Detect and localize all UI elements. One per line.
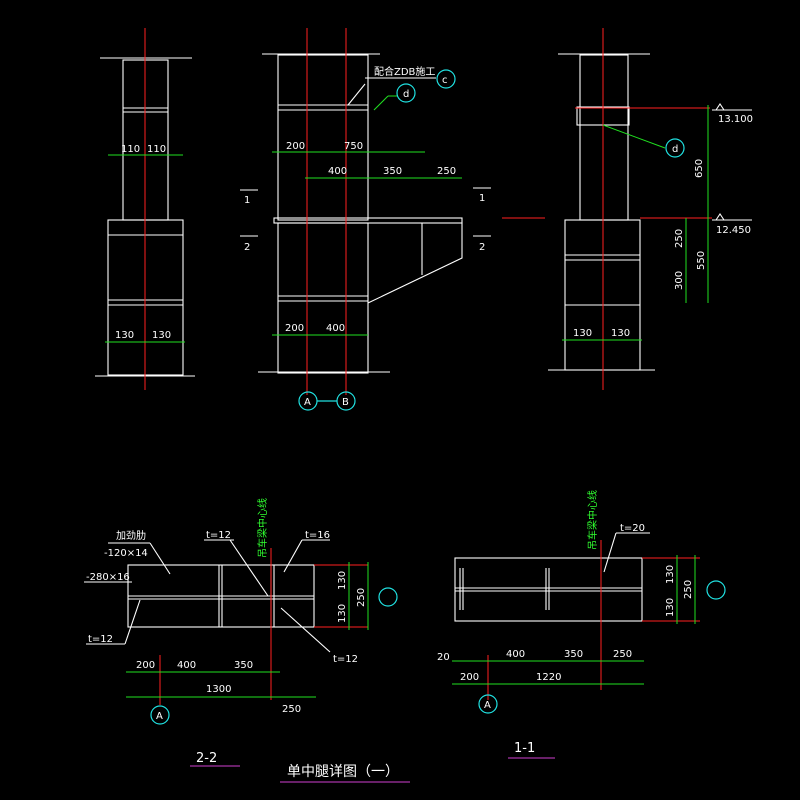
stiffener-label: 加劲肋: [116, 529, 146, 542]
leader-d-right: [602, 124, 666, 149]
axis-bubble-a-1-1: [478, 694, 498, 714]
bubble-d-right-label: d: [672, 144, 678, 155]
bubble-d-mid: [396, 83, 416, 103]
upper-column-right: [579, 54, 629, 221]
dim-left-bottom-2: 130: [152, 330, 171, 341]
elev-top-text: 13.100: [718, 114, 753, 125]
dim-550-right: 550: [696, 251, 707, 270]
lower-column-mid: [277, 222, 369, 374]
t12-left-label: t=12: [88, 634, 113, 645]
dim-2-2-right-3: 250: [356, 588, 367, 607]
section-label-2-right: 2: [479, 242, 485, 253]
plan-plate-1-1: [454, 557, 643, 622]
dim-right-bottom-2: 130: [611, 328, 630, 339]
middle-elevation: 配合ZDB施工 c d 200 750 400 350 250 200 400 …: [240, 28, 491, 411]
dim-1-1-right-3: 250: [683, 580, 694, 599]
dim-1-1-right-2: 130: [665, 598, 676, 617]
dim-mid-row2-3: 250: [437, 166, 456, 177]
dim-left-bottom-1: 130: [115, 330, 134, 341]
dim-650: 650: [694, 159, 705, 178]
elev-bottom-text: 12.450: [716, 225, 751, 236]
dim-1-1-total: 1220: [536, 672, 561, 683]
bubble-d-right: [665, 138, 685, 158]
dim-250-right: 250: [674, 229, 685, 248]
section-label-1-right: 1: [479, 193, 485, 204]
axis-b-mid-label: B: [342, 397, 349, 408]
upper-column-mid: [277, 54, 369, 221]
axis-a-mid-label: A: [304, 397, 311, 408]
dim-1-1-bottom-1: 400: [506, 649, 525, 660]
section-1-1: t=20 吊车梁中心线 130 130 250 20 400 350 250 2…: [437, 490, 726, 759]
leader-d-mid: [373, 95, 389, 111]
dim-2-2-bottom-3: 350: [234, 660, 253, 671]
callout-text: 配合ZDB施工: [374, 65, 435, 78]
dim-1-1-200: 200: [460, 672, 479, 683]
t20-leader: [603, 532, 617, 573]
t16-leader: [283, 539, 303, 573]
elev-mark-bottom: [715, 213, 725, 221]
dim-mid-row1-1: 200: [286, 141, 305, 152]
crane-line-label-2-2: 吊车梁中心线: [256, 498, 269, 558]
t20-label: t=20: [620, 523, 645, 534]
bracket-web: [367, 222, 463, 304]
section-label-1-left: 1: [244, 195, 250, 206]
dim-left-top-2: 110: [147, 144, 166, 155]
dim-mid-row1-2: 750: [344, 141, 363, 152]
t16-label: t=16: [305, 530, 330, 541]
axis-bubble-1-1-right: [706, 580, 726, 600]
t12-top-leader: [229, 539, 269, 597]
t12-left-leader: [124, 599, 141, 645]
section-2-2: 加劲肋 -120×14 -280×16 t=12 t=16 t=12 t=12 …: [84, 498, 398, 767]
plate-top-label: -280×16: [86, 572, 130, 583]
dim-2-2-extra: 250: [282, 704, 301, 715]
bubble-c-label: c: [442, 75, 448, 86]
dim-mid-bottom-2: 400: [326, 323, 345, 334]
dim-2-2-bottom-1: 200: [136, 660, 155, 671]
bubble-d-mid-label: d: [403, 89, 409, 100]
dim-1-1-bottom-3: 250: [613, 649, 632, 660]
callout-leader-c: [347, 83, 366, 106]
dim-2-2-total: 1300: [206, 684, 231, 695]
section-title-1-1: 1-1: [514, 741, 535, 756]
drawing-title: 单中腿详图（一）: [287, 764, 399, 780]
section-label-2-left: 2: [244, 242, 250, 253]
section-title-2-2: 2-2: [196, 751, 217, 766]
t12-bottom-leader: [280, 607, 331, 653]
dim-right-bottom-1: 130: [573, 328, 592, 339]
dim-mid-row2-1: 400: [328, 166, 347, 177]
dim-1-1-bottom-2: 350: [564, 649, 583, 660]
right-elevation: d 13.100 12.450 650 250 300 550 130 130: [502, 28, 753, 390]
dim-300-right: 300: [674, 271, 685, 290]
axis-bubble-b-mid: [336, 391, 356, 411]
elev-mark-top: [715, 103, 725, 111]
dim-1-1-20: 20: [437, 652, 450, 663]
axis-a-1-1-label: A: [484, 700, 491, 711]
dim-2-2-right-2: 130: [337, 604, 348, 623]
dim-2-2-bottom-2: 400: [177, 660, 196, 671]
bubble-c: [436, 69, 456, 89]
stiffener-size: -120×14: [104, 548, 148, 559]
dim-mid-row2-2: 350: [383, 166, 402, 177]
stiffener-leader: [149, 542, 171, 575]
t12-top-label: t=12: [206, 530, 231, 541]
axis-a-2-2-label: A: [156, 711, 163, 722]
t12-bottom-label: t=12: [333, 654, 358, 665]
dim-2-2-right-1: 130: [337, 571, 348, 590]
dim-mid-bottom-1: 200: [285, 323, 304, 334]
left-elevation: 110 110 130 130: [95, 28, 195, 390]
dim-1-1-right-1: 130: [665, 565, 676, 584]
crane-line-label-1-1: 吊车梁中心线: [586, 490, 599, 550]
dim-left-top-1: 110: [121, 144, 140, 155]
axis-bubble-2-2-right: [378, 587, 398, 607]
axis-bubble-a-2-2: [150, 705, 170, 725]
